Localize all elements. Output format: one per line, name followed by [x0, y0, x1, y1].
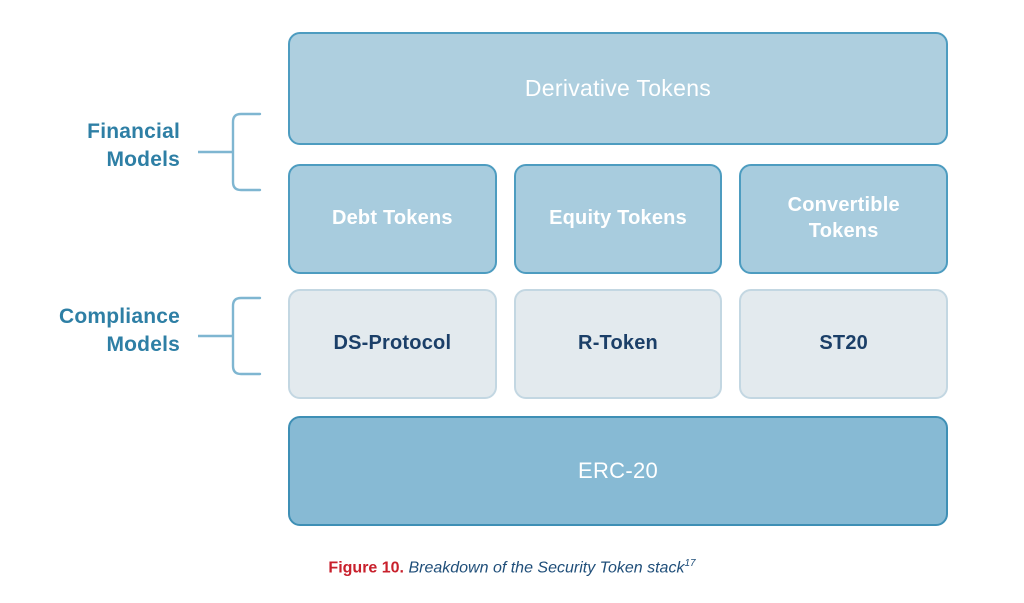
figure-number: Figure 10.	[328, 559, 404, 577]
box-equity-tokens[interactable]: Equity Tokens	[513, 164, 723, 274]
box-label: Debt Tokens	[331, 207, 453, 230]
box-convertible-tokens[interactable]: Convertible Tokens	[739, 164, 949, 274]
group-label-financial-line-2: Models	[106, 147, 180, 171]
row-derivative-tokens: Derivative Tokens	[288, 32, 948, 145]
box-derivative-tokens[interactable]: Derivative Tokens	[288, 32, 948, 145]
box-label: Equity Tokens	[549, 207, 687, 230]
group-label-financial-models: Financial Models	[0, 118, 180, 173]
figure-caption-text: Breakdown of the Security Token stack	[408, 559, 685, 577]
box-label: ERC-20	[577, 457, 659, 483]
row-base-layer: ERC-20	[288, 416, 948, 526]
box-label: DS-Protocol	[333, 332, 452, 355]
row-financial-models: Debt Tokens Equity Tokens Convertible To…	[288, 164, 949, 274]
box-erc-20[interactable]: ERC-20	[288, 416, 948, 526]
curly-brace-icon-financial	[198, 110, 268, 194]
box-r-token[interactable]: R-Token	[513, 289, 723, 399]
group-label-financial-line-1: Financial	[87, 120, 180, 143]
box-label: Derivative Tokens	[524, 74, 712, 101]
box-label: Convertible Tokens	[787, 194, 900, 242]
box-st20[interactable]: ST20	[739, 289, 949, 399]
row-compliance-models: DS-Protocol R-Token ST20	[288, 289, 949, 399]
box-label: ST20	[819, 332, 868, 355]
box-ds-protocol[interactable]: DS-Protocol	[288, 289, 497, 399]
group-label-compliance-models: Compliance Models	[0, 303, 180, 358]
figure-footnote-marker: 17	[684, 558, 696, 569]
box-debt-tokens[interactable]: Debt Tokens	[288, 164, 497, 274]
figure-caption: Figure 10. Breakdown of the Security Tok…	[0, 558, 1024, 577]
group-label-compliance-line-2: Models	[106, 332, 180, 356]
curly-brace-icon-compliance	[198, 294, 268, 378]
box-label: R-Token	[578, 332, 658, 355]
group-label-compliance-line-1: Compliance	[58, 305, 180, 328]
